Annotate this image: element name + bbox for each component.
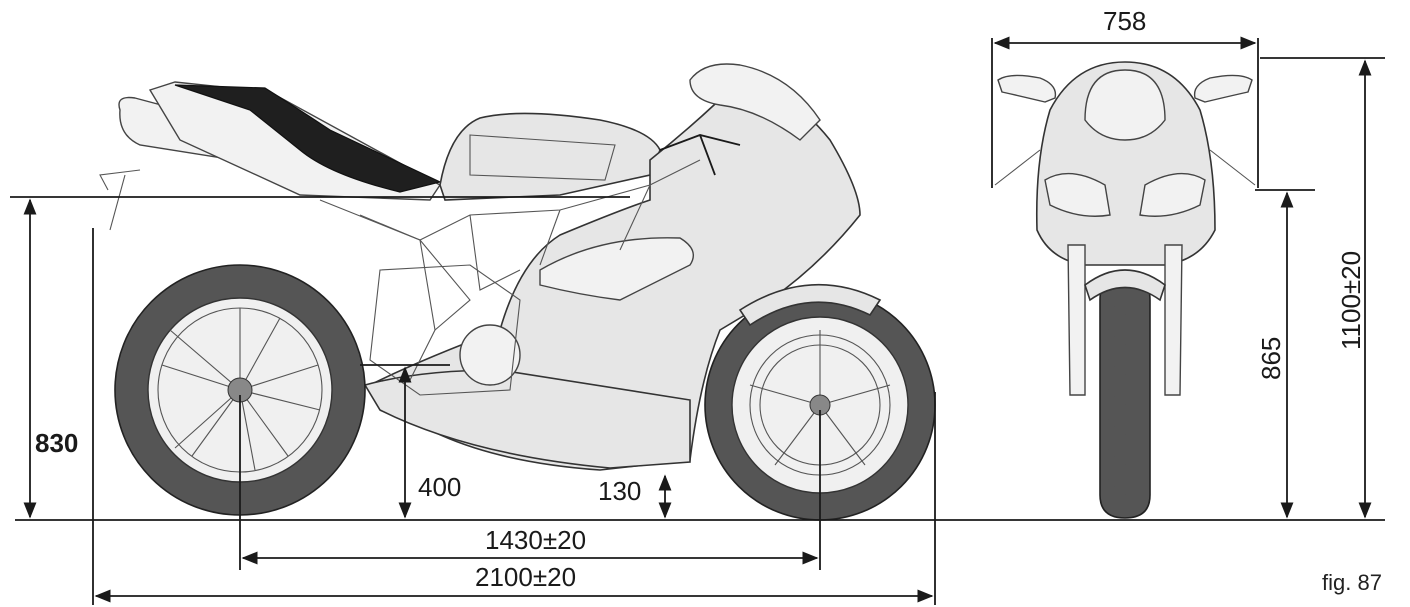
width-label: 758 (1103, 6, 1146, 36)
overall-height-label: 1100±20 (1336, 251, 1366, 350)
fuel-tank (439, 112, 661, 201)
front-view-tire (1099, 274, 1151, 519)
tank-panel (469, 134, 616, 181)
front-view-mudguard (1084, 269, 1166, 302)
rear-wheel (114, 264, 366, 516)
engine-cover (459, 324, 521, 386)
footpeg-height-label: 400 (418, 472, 461, 502)
right-mirror (1193, 74, 1253, 103)
left-headlight (1044, 172, 1111, 217)
rear-bracket (99, 169, 141, 231)
tire-tread (1107, 299, 1143, 496)
handlebar (659, 134, 741, 176)
front-dimensions: 758 1100±20 865 (991, 6, 1385, 519)
front-windscreen (1084, 69, 1166, 141)
seat-height-label: 830 (35, 428, 78, 458)
front-wheel (704, 289, 936, 521)
front-view-motorcycle (994, 61, 1256, 519)
fairing-wings (994, 149, 1256, 186)
side-dimensions: 830 400 130 1430±20 2100±20 (10, 196, 1385, 605)
figure-label: fig. 87 (1322, 570, 1382, 595)
ground-clearance-label: 130 (598, 476, 641, 506)
trellis-frame (319, 159, 701, 381)
overall-length-label: 2100±20 (475, 562, 576, 592)
engine-block (369, 264, 521, 396)
wheelbase-label: 1430±20 (485, 525, 586, 555)
right-headlight (1139, 172, 1206, 217)
left-fork-leg (1067, 244, 1086, 396)
windscreen (689, 63, 821, 141)
belly-pan (363, 369, 691, 469)
left-mirror (997, 74, 1057, 103)
fairing-panel (539, 237, 694, 301)
mirror-height-label: 865 (1256, 337, 1286, 380)
right-fork-leg (1164, 244, 1183, 396)
side-view-motorcycle (99, 63, 936, 521)
front-mudguard (738, 283, 882, 327)
seat (174, 84, 442, 193)
